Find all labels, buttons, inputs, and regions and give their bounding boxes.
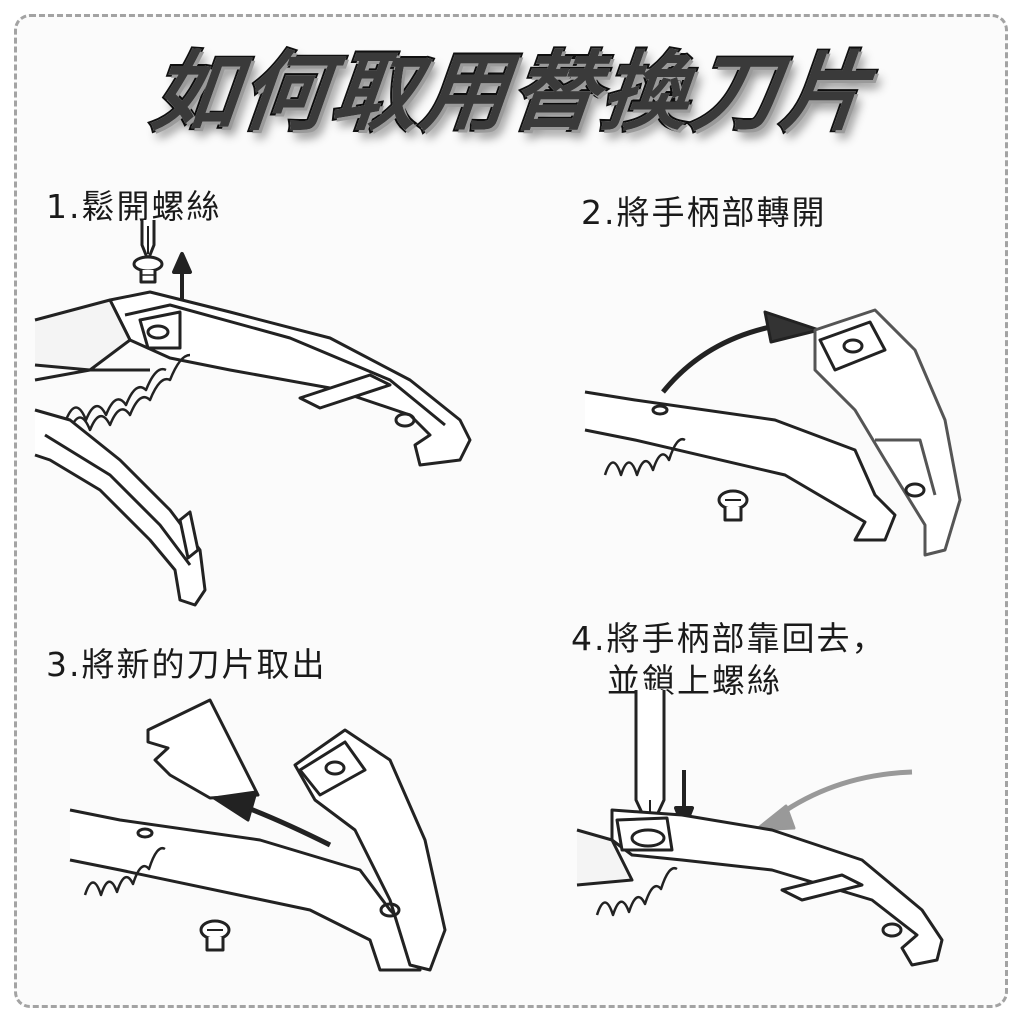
step-1-label: 1.鬆開螺絲 <box>46 187 222 226</box>
page-title: 如何取用替換刀片 <box>145 41 880 145</box>
screwdriver-icon <box>140 220 156 262</box>
screw-icon <box>132 255 164 284</box>
step-3-illustration <box>69 698 447 972</box>
screw-icon <box>199 919 231 952</box>
curved-arrow-icon <box>212 790 332 848</box>
curved-arrow-icon <box>754 769 913 832</box>
blade-icon <box>146 698 260 800</box>
spring-icon <box>83 846 166 897</box>
screw-icon <box>717 489 749 522</box>
step-2-illustration <box>584 308 962 557</box>
step-1-illustration <box>34 220 472 607</box>
step-2-label: 2.將手柄部轉開 <box>581 193 827 232</box>
step-4-illustration <box>576 690 944 967</box>
screwdriver-icon <box>634 690 666 832</box>
spring-icon <box>603 437 686 477</box>
spring-icon <box>64 353 191 432</box>
spring-icon <box>595 866 678 917</box>
curved-arrow-icon <box>661 310 821 394</box>
step-3-label: 3.將新的刀片取出 <box>46 645 327 684</box>
